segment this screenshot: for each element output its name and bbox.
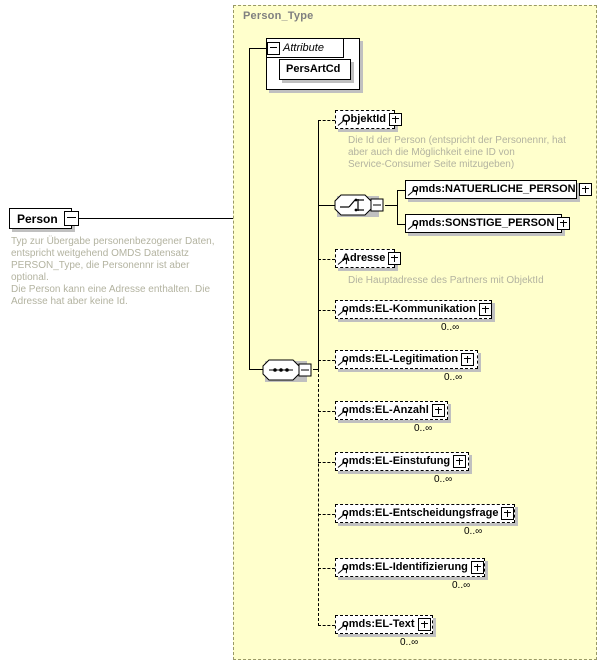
element-natuerliche-person-label: omds:NATUERLICHE_PERSON — [412, 183, 576, 195]
connector-to-attribute-group — [249, 48, 267, 49]
el-entscheidungsfrage-expand-toggle-icon[interactable] — [501, 507, 515, 520]
el-einstufung-ref-arrow-icon — [338, 462, 345, 469]
objektid-expand-toggle-icon[interactable] — [389, 113, 403, 126]
element-sonstige-person-label: omds:SONSTIGE_PERSON — [412, 217, 555, 229]
attribute-group-label: Attribute — [283, 42, 324, 54]
branch-adresse — [318, 259, 335, 260]
element-el-kommunikation[interactable]: omds:EL-Kommunikation — [335, 300, 492, 319]
el-kommunikation-cardinality: 0..∞ — [441, 322, 460, 333]
branch-sonstige-person — [397, 224, 405, 225]
natuerliche-person-expand-toggle-icon[interactable] — [578, 183, 592, 196]
element-sonstige-person[interactable]: omds:SONSTIGE_PERSON — [405, 214, 571, 233]
el-identifizierung-cardinality: 0..∞ — [452, 580, 471, 591]
el-kommunikation-expand-toggle-icon[interactable] — [478, 303, 492, 316]
el-einstufung-expand-toggle-icon[interactable] — [453, 455, 467, 468]
el-identifizierung-expand-toggle-icon[interactable] — [470, 561, 484, 574]
element-natuerliche-person[interactable]: omds:NATUERLICHE_PERSON — [405, 180, 592, 199]
el-anzahl-ref-arrow-icon — [338, 411, 345, 418]
adresse-annotation: Die Hauptadresse des Partners mit Objekt… — [348, 275, 544, 286]
el-text-expand-toggle-icon[interactable] — [417, 618, 431, 631]
element-objektid[interactable]: ObjektId — [335, 110, 403, 129]
sonstige-person-expand-toggle-icon[interactable] — [557, 217, 571, 230]
element-el-legitimation[interactable]: omds:EL-Legitimation — [335, 350, 478, 369]
el-anzahl-expand-toggle-icon[interactable] — [431, 404, 445, 417]
choice-symbol-icon — [334, 194, 384, 216]
el-einstufung-cardinality: 0..∞ — [434, 474, 453, 485]
element-el-anzahl-label: omds:EL-Anzahl — [342, 404, 429, 416]
element-adresse-label: Adresse — [342, 252, 386, 264]
el-legitimation-cardinality: 0..∞ — [444, 372, 463, 383]
branch-el-identifizierung — [318, 568, 335, 569]
element-objektid-label: ObjektId — [342, 113, 387, 125]
branch-el-kommunikation — [318, 310, 335, 311]
el-anzahl-cardinality: 0..∞ — [414, 423, 433, 434]
el-identifizierung-ref-arrow-icon — [338, 568, 345, 575]
trunk-line-lower — [249, 218, 250, 369]
el-entscheidungsfrage-cardinality: 0..∞ — [464, 526, 483, 537]
element-el-text[interactable]: omds:EL-Text — [335, 615, 433, 634]
choice-spine — [397, 190, 398, 225]
objektid-ref-arrow-icon — [338, 120, 345, 127]
element-adresse[interactable]: Adresse — [335, 249, 402, 268]
person-collapse-toggle-icon[interactable] — [64, 211, 79, 226]
branch-el-text — [318, 625, 335, 626]
element-el-kommunikation-label: omds:EL-Kommunikation — [342, 303, 476, 315]
el-text-cardinality: 0..∞ — [400, 637, 419, 648]
root-element-label: Person — [17, 211, 58, 226]
el-text-ref-arrow-icon — [338, 625, 345, 632]
root-annotation: Typ zur Übergabe personenbezogener Daten… — [11, 236, 215, 307]
el-entscheidungsfrage-ref-arrow-icon — [338, 514, 345, 521]
el-legitimation-expand-toggle-icon[interactable] — [461, 353, 475, 366]
element-el-identifizierung[interactable]: omds:EL-Identifizierung — [335, 558, 485, 577]
element-el-legitimation-label: omds:EL-Legitimation — [342, 353, 459, 365]
attribute-collapse-toggle-icon[interactable] — [267, 41, 280, 55]
adresse-ref-arrow-icon — [338, 259, 345, 266]
attribute-group-tab[interactable]: Attribute — [266, 38, 344, 58]
sonstige-person-ref-arrow-icon — [408, 224, 415, 231]
person-type-title: Person_Type — [243, 10, 314, 22]
branch-choice — [318, 205, 335, 206]
element-el-einstufung-label: omds:EL-Einstufung — [342, 455, 451, 467]
connector-to-sequence — [249, 369, 264, 370]
trunk-line-upper — [249, 48, 250, 218]
el-kommunikation-ref-arrow-icon — [338, 310, 345, 317]
adresse-expand-toggle-icon[interactable] — [388, 252, 402, 265]
sequence-compositor[interactable] — [262, 358, 314, 382]
el-legitimation-ref-arrow-icon — [338, 360, 345, 367]
root-element-person[interactable]: Person — [9, 208, 72, 229]
choice-compositor[interactable] — [334, 193, 386, 217]
sequence-spine-lower — [318, 369, 319, 626]
connector-root-to-type — [77, 218, 249, 219]
branch-objektid — [318, 120, 335, 121]
attribute-persartcd[interactable]: PersArtCd — [279, 59, 351, 80]
sequence-symbol-icon — [262, 359, 312, 381]
sequence-spine-upper — [318, 120, 319, 370]
element-el-entscheidungsfrage[interactable]: omds:EL-Entscheidungsfrage — [335, 504, 515, 523]
sequence-spine-stub — [313, 369, 319, 370]
attribute-persartcd-label: PersArtCd — [286, 63, 341, 75]
element-el-text-label: omds:EL-Text — [342, 618, 415, 630]
element-el-anzahl[interactable]: omds:EL-Anzahl — [335, 401, 448, 420]
person-type-container — [233, 5, 597, 660]
branch-natuerliche-person — [397, 190, 405, 191]
branch-el-legitimation — [318, 360, 335, 361]
branch-el-entscheidungsfrage — [318, 514, 335, 515]
choice-stub — [385, 205, 397, 206]
element-el-identifizierung-label: omds:EL-Identifizierung — [342, 561, 468, 573]
natuerliche-person-ref-arrow-icon — [408, 190, 415, 197]
element-el-entscheidungsfrage-label: omds:EL-Entscheidungsfrage — [342, 507, 499, 519]
branch-el-anzahl — [318, 411, 335, 412]
branch-el-einstufung — [318, 462, 335, 463]
element-el-einstufung[interactable]: omds:EL-Einstufung — [335, 452, 469, 471]
objektid-annotation: Die Id der Person (entspricht der Person… — [348, 135, 566, 170]
